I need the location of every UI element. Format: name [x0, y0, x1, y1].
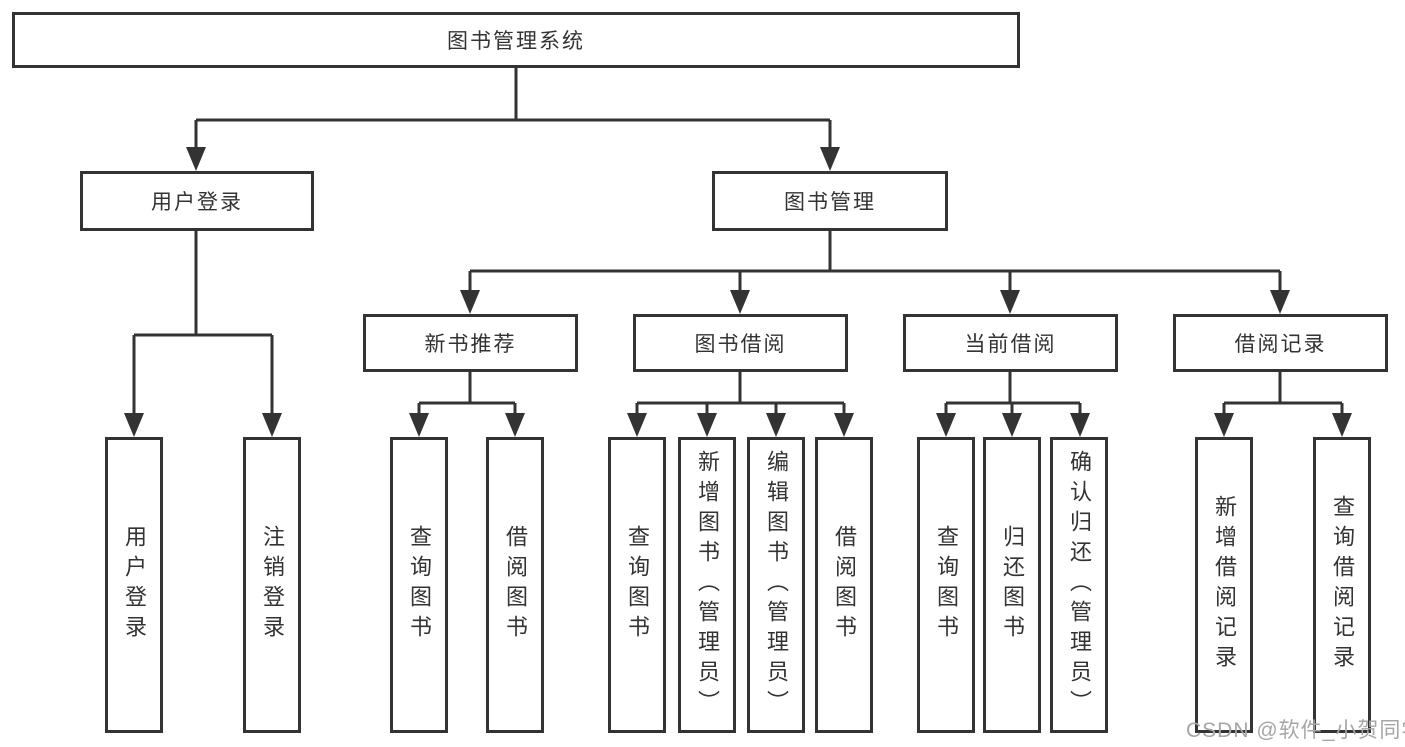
leaf-bb-add-books-admin-label: 新增图书（管理员） — [695, 450, 720, 720]
leaf-bb-query-books: 查询图书 — [608, 437, 666, 733]
leaf-br-add-record: 新增借阅记录 — [1195, 437, 1253, 733]
edge-bookborrow-to-leaves — [635, 372, 846, 416]
node-book-borrow: 图书借阅 — [633, 314, 848, 372]
node-user-login: 用户登录 — [80, 171, 314, 231]
leaf-user-login: 用户登录 — [105, 437, 163, 733]
leaf-cb-query-books-label: 查询图书 — [934, 525, 959, 645]
leaf-bb-add-books-admin: 新增图书（管理员） — [678, 437, 736, 733]
edge-newbookrec-to-leaves — [417, 372, 517, 416]
leaf-rec-borrow-books: 借阅图书 — [486, 437, 544, 733]
node-root-system: 图书管理系统 — [12, 12, 1020, 68]
leaf-bb-borrow-books: 借阅图书 — [815, 437, 873, 733]
leaf-rec-query-books: 查询图书 — [390, 437, 448, 733]
node-current-borrow: 当前借阅 — [903, 314, 1118, 372]
leaf-logout-label: 注销登录 — [260, 525, 285, 645]
edge-root-to-level2 — [194, 68, 832, 150]
leaf-bb-query-books-label: 查询图书 — [625, 525, 650, 645]
leaf-br-query-record-label: 查询借阅记录 — [1330, 495, 1355, 675]
leaf-br-add-record-label: 新增借阅记录 — [1212, 495, 1237, 675]
csdn-watermark: CSDN @软件_小贺同学 — [1186, 719, 1405, 742]
edge-currentborrow-to-leaves — [944, 372, 1082, 416]
leaf-user-login-label: 用户登录 — [122, 525, 147, 645]
leaf-rec-query-books-label: 查询图书 — [407, 525, 432, 645]
leaf-cb-query-books: 查询图书 — [917, 437, 975, 733]
arrowheads — [124, 147, 1352, 437]
leaf-cb-confirm-return-admin: 确认归还（管理员） — [1050, 437, 1108, 733]
leaf-cb-confirm-return-admin-label: 确认归还（管理员） — [1067, 450, 1092, 720]
leaf-cb-return-books: 归还图书 — [983, 437, 1041, 733]
edge-bookmgmt-to-level3 — [468, 231, 1282, 293]
leaf-bb-edit-books-admin: 编辑图书（管理员） — [747, 437, 805, 733]
edge-borrowrecords-to-leaves — [1222, 372, 1344, 416]
leaf-bb-borrow-books-label: 借阅图书 — [832, 525, 857, 645]
leaf-bb-edit-books-admin-label: 编辑图书（管理员） — [764, 450, 789, 720]
leaf-br-query-record: 查询借阅记录 — [1313, 437, 1371, 733]
leaf-logout: 注销登录 — [243, 437, 301, 733]
leaf-rec-borrow-books-label: 借阅图书 — [503, 525, 528, 645]
node-borrow-records: 借阅记录 — [1173, 314, 1388, 372]
edge-userlogin-to-leaves — [132, 231, 274, 416]
leaf-cb-return-books-label: 归还图书 — [1000, 525, 1025, 645]
node-book-management: 图书管理 — [712, 171, 948, 231]
node-new-book-recommend: 新书推荐 — [363, 314, 578, 372]
